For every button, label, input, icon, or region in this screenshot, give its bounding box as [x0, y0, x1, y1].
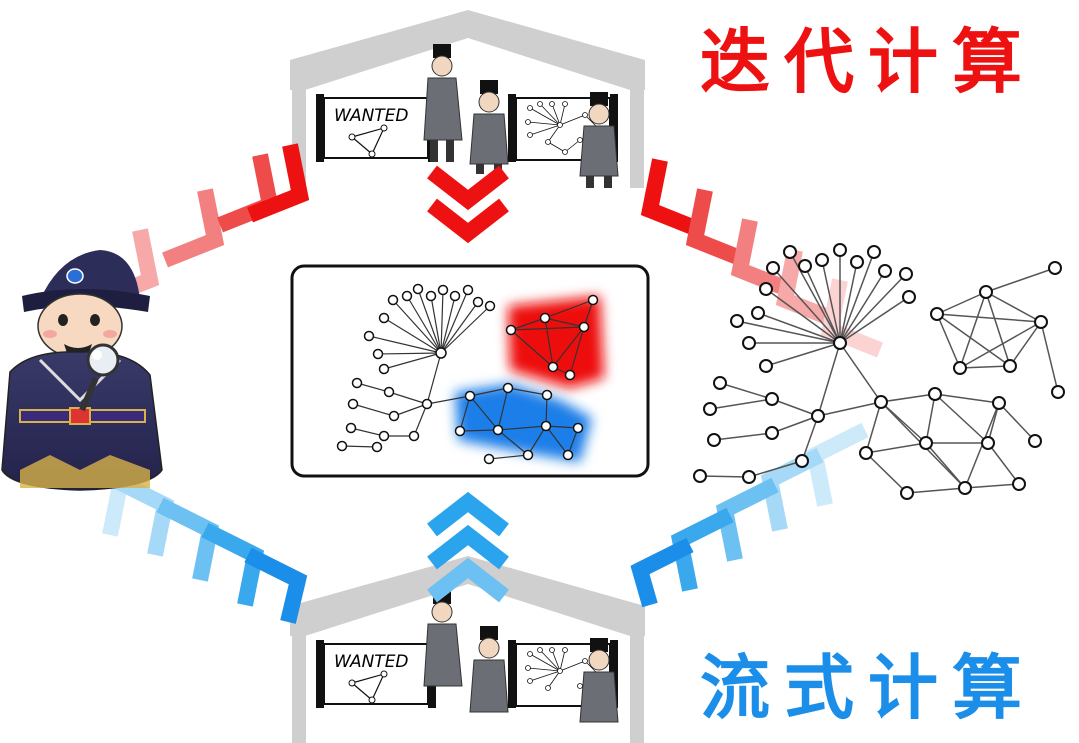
- chevrons-center-down: [432, 172, 504, 233]
- bottom-wanted-poster: WANTED: [316, 640, 436, 708]
- bottom-wanted-label: WANTED: [334, 652, 409, 672]
- bottom-hall-pillar-right: [630, 634, 644, 743]
- bottom-guard-1-icon: [424, 590, 462, 686]
- top-wanted-label: WANTED: [334, 106, 409, 126]
- bottom-hall-pillar-left: [292, 634, 306, 743]
- bottom-guard-2-icon: [470, 626, 508, 712]
- top-hall-roof: [290, 10, 645, 90]
- top-hall-pillar-right: [630, 88, 644, 188]
- title-iterative: 迭代计算: [700, 6, 1036, 107]
- bottom-hall: WANTED: [290, 556, 645, 743]
- title-streaming: 流式计算: [700, 632, 1036, 733]
- top-hall: WANTED: [290, 10, 645, 188]
- top-wanted-poster: WANTED: [316, 94, 436, 162]
- top-guard-2-icon: [470, 80, 508, 174]
- chevrons-upper-right: [650, 160, 880, 350]
- chevrons-lower-right: [640, 430, 865, 605]
